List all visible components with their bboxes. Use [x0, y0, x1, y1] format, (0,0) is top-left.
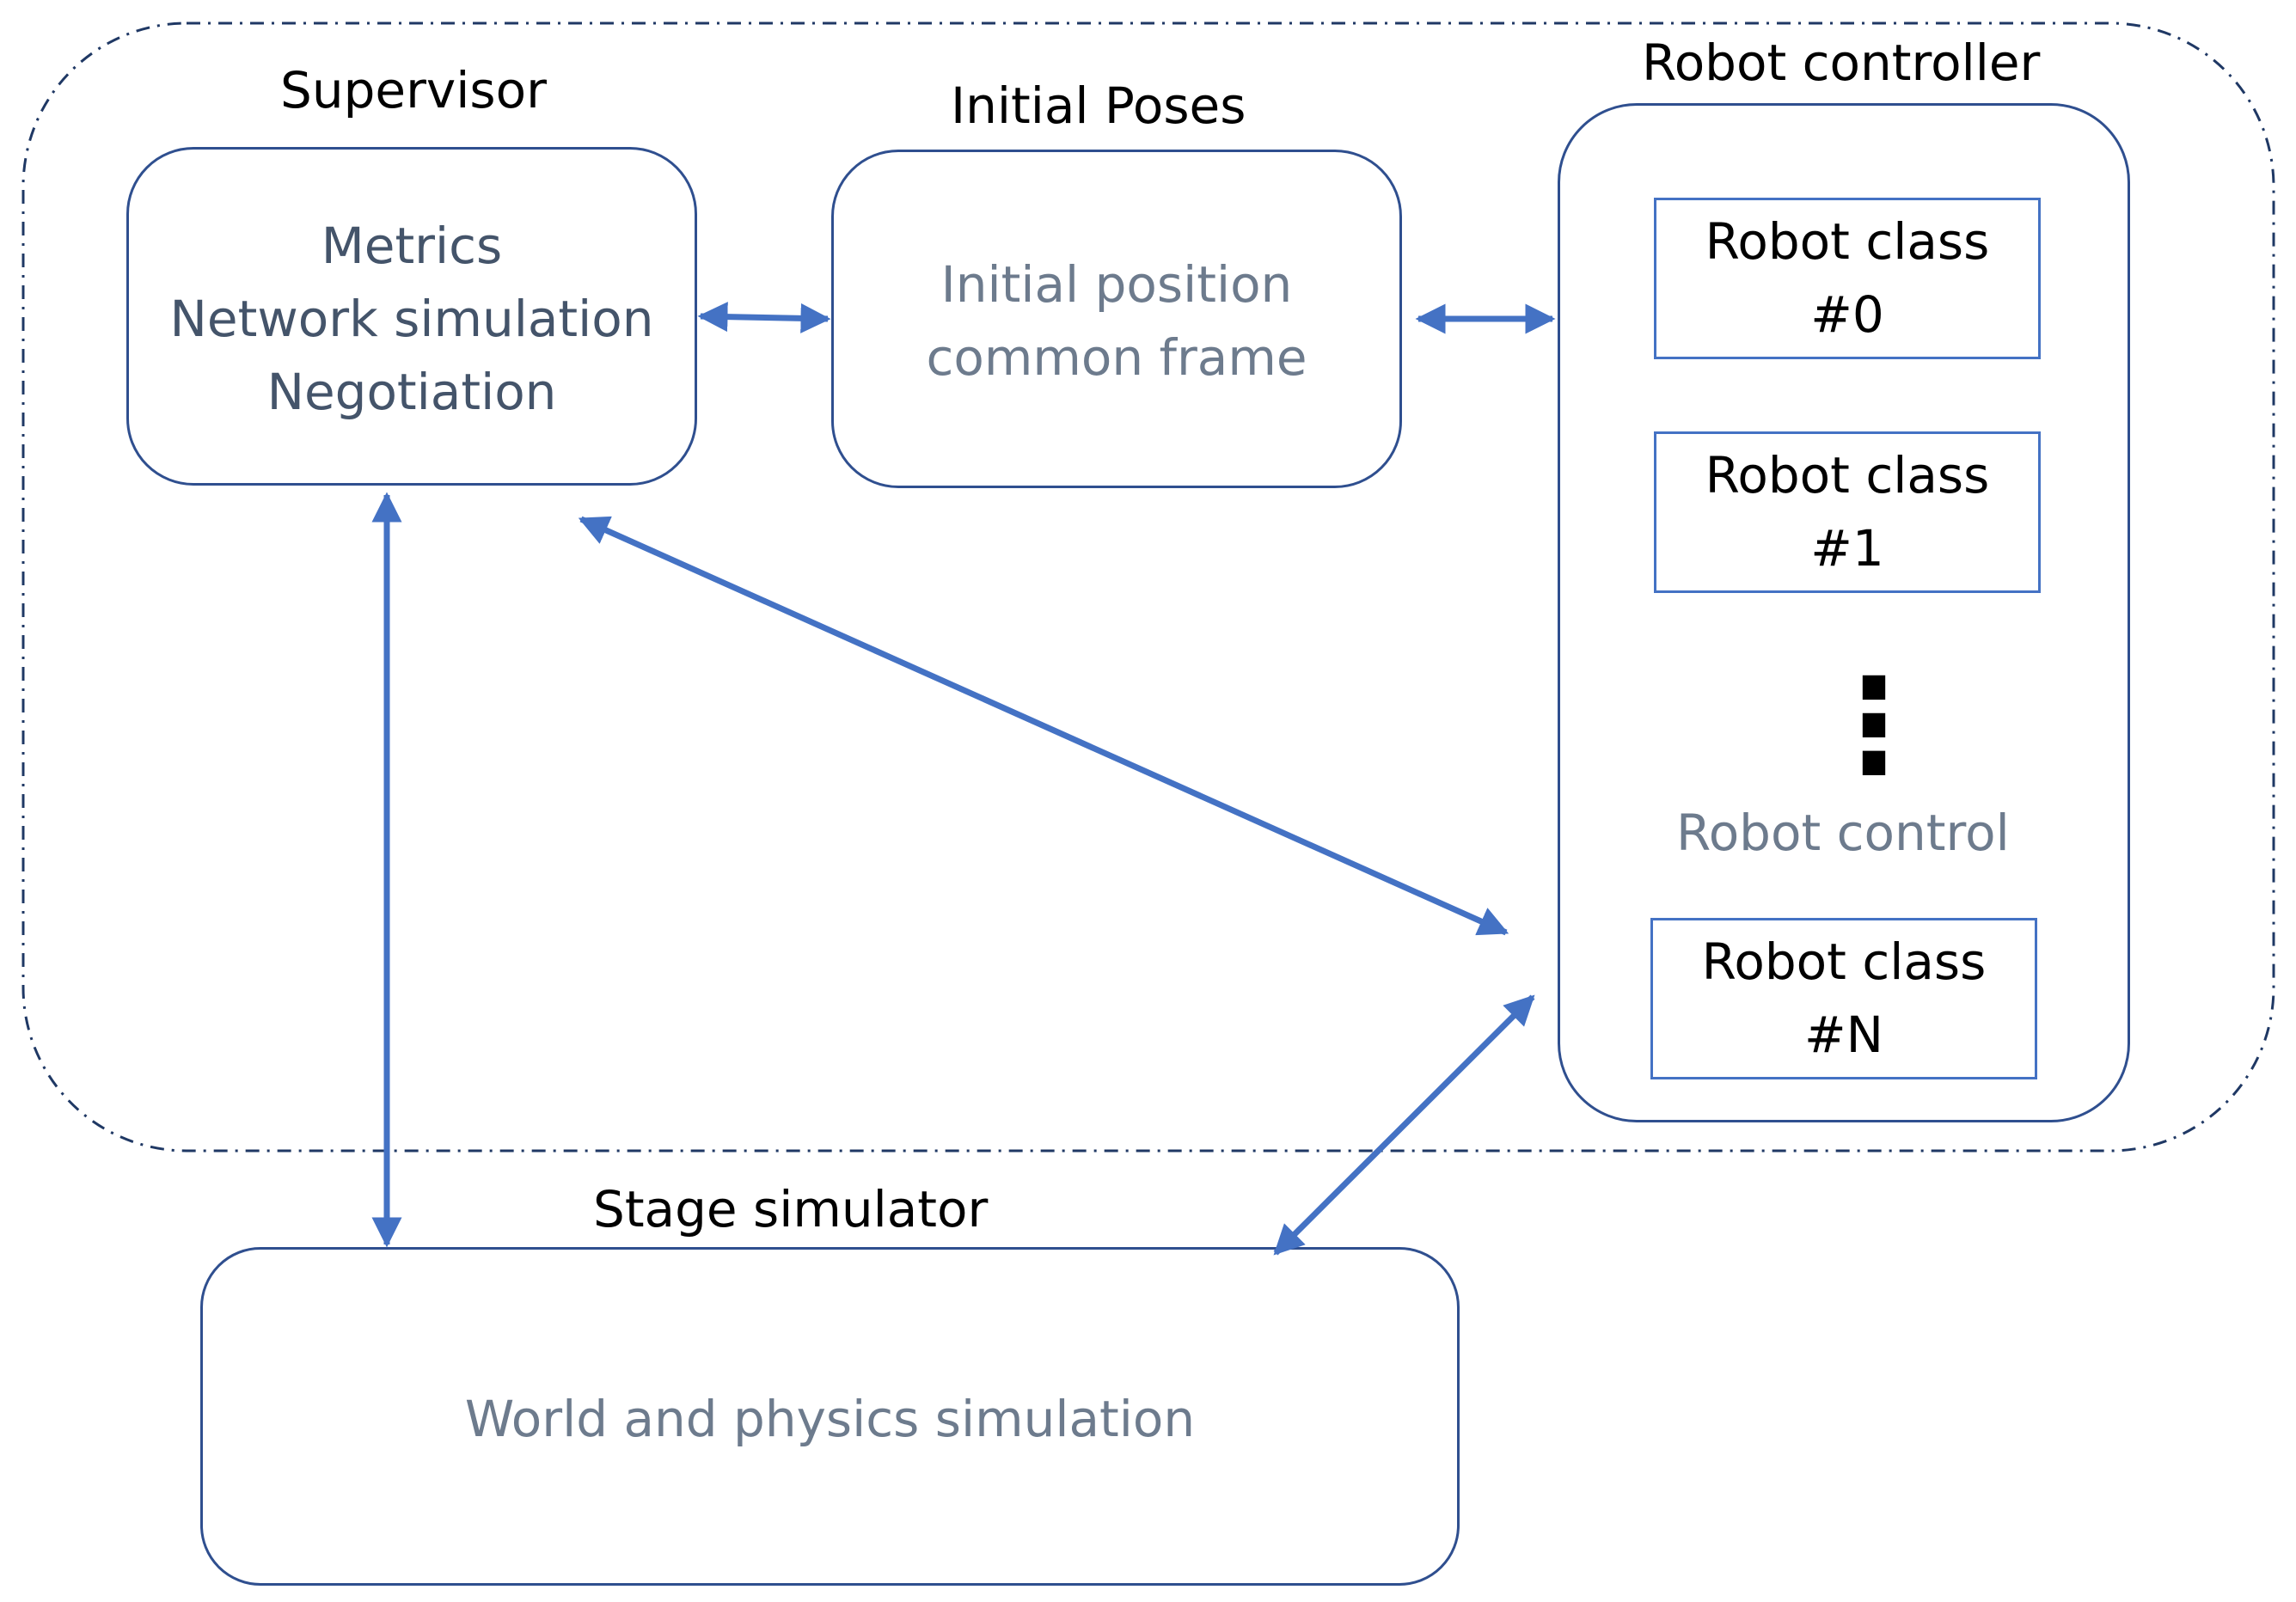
arrow-robot-controller-stage-simulator: [1273, 994, 1535, 1256]
stage-simulator-box: World and physics simulation: [200, 1247, 1460, 1586]
arrow-supervisor-initial-poses: [697, 302, 831, 333]
arrow-supervisor-robot-controller: [578, 516, 1509, 936]
robot-control-label: Robot control: [1676, 804, 2010, 862]
robot-class-0-id: #0: [1810, 285, 1884, 344]
supervisor-box: Metrics Network simulation Negotiation: [126, 147, 697, 486]
robot-class-0-name: Robot class: [1705, 212, 1990, 271]
supervisor-line-metrics: Metrics: [321, 217, 503, 275]
robot-class-n: Robot class #N: [1650, 918, 2037, 1079]
initial-poses-title: Initial Poses: [951, 76, 1246, 135]
initial-poses-box: Initial position common frame: [831, 150, 1402, 488]
supervisor-line-network: Network simulation: [169, 290, 654, 348]
initial-poses-line-2: common frame: [926, 328, 1307, 387]
robot-class-1-id: #1: [1810, 519, 1884, 578]
initial-poses-line-1: Initial position: [940, 255, 1293, 314]
robot-controller-title: Robot controller: [1642, 34, 2041, 92]
stage-simulator-title: Stage simulator: [593, 1180, 989, 1238]
robot-class-1: Robot class #1: [1654, 431, 2041, 593]
stage-simulator-body: World and physics simulation: [464, 1390, 1196, 1448]
supervisor-title: Supervisor: [280, 61, 547, 119]
robot-class-1-name: Robot class: [1705, 446, 1990, 504]
robot-class-n-id: #N: [1804, 1006, 1883, 1064]
robot-class-n-name: Robot class: [1701, 932, 1987, 991]
supervisor-line-negotiation: Negotiation: [266, 363, 557, 421]
robot-class-0: Robot class #0: [1654, 198, 2041, 359]
